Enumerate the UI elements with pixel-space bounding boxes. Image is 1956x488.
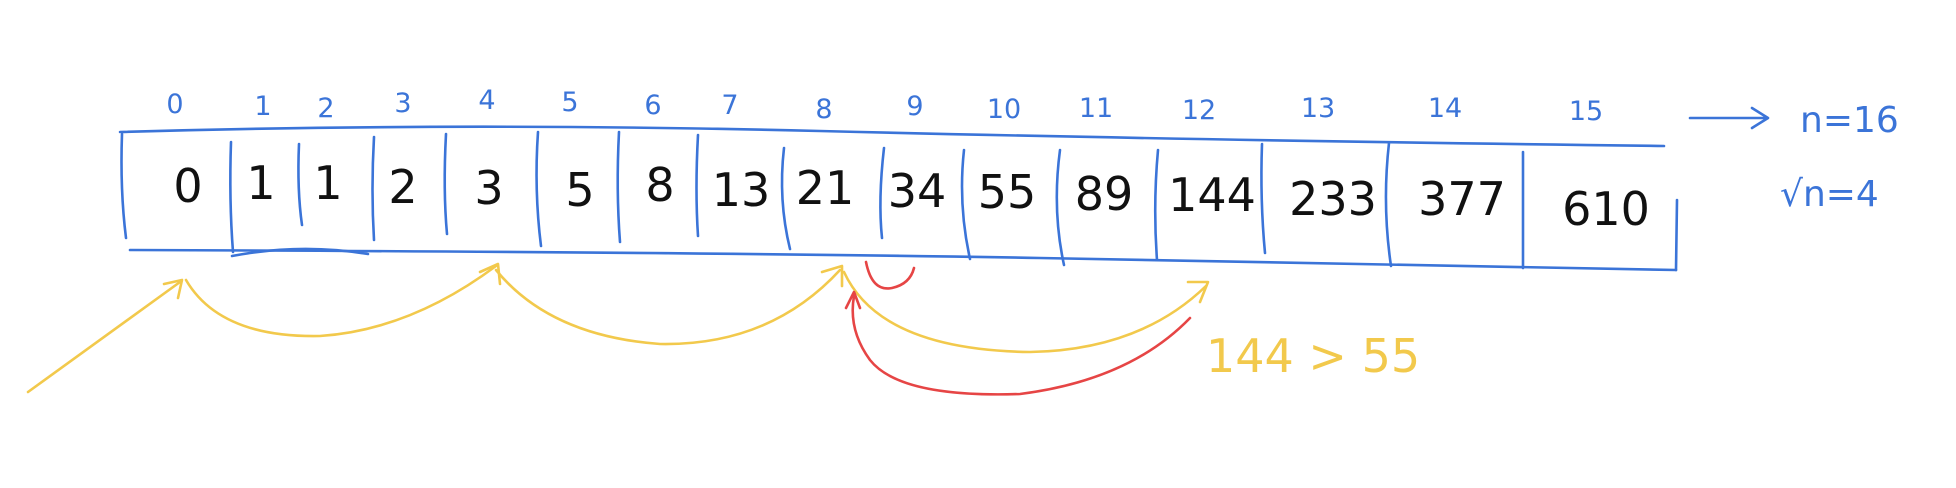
array-top-edge bbox=[118, 125, 1666, 148]
arrow-head-icon bbox=[820, 264, 844, 288]
cell-divider bbox=[443, 132, 449, 236]
cell-divider bbox=[229, 140, 235, 254]
cell-value: 89 bbox=[1075, 167, 1134, 221]
arrow-head-icon bbox=[844, 290, 862, 310]
cell-value: 233 bbox=[1289, 172, 1377, 226]
cell-divider bbox=[1153, 148, 1160, 262]
index-label: 11 bbox=[1079, 93, 1113, 124]
cell-dividers bbox=[229, 130, 1525, 270]
array-right-edge bbox=[1674, 198, 1679, 272]
jump-arrow-4-to-8 bbox=[494, 268, 842, 346]
index-label: 15 bbox=[1569, 96, 1603, 127]
cell-value: 1 bbox=[246, 156, 275, 210]
index-label: 10 bbox=[987, 94, 1021, 125]
cell-value: 2 bbox=[388, 160, 417, 214]
cell-value: 610 bbox=[1562, 182, 1650, 236]
cell-divider bbox=[960, 148, 972, 261]
cell-value: 3 bbox=[474, 161, 503, 215]
arrow-head-icon bbox=[478, 262, 502, 286]
cell-divider bbox=[780, 146, 792, 251]
arrow-head-icon bbox=[162, 278, 184, 300]
cell-value: 21 bbox=[796, 161, 855, 215]
right-arrow-icon bbox=[1688, 106, 1770, 130]
cell-divider bbox=[535, 130, 543, 248]
cell-value: 34 bbox=[888, 164, 947, 218]
underline-stroke bbox=[230, 247, 370, 258]
comparison-note: 144 > 55 bbox=[1206, 329, 1420, 383]
cell-divider bbox=[1260, 142, 1267, 255]
cell-divider bbox=[616, 130, 622, 244]
index-label: 4 bbox=[478, 85, 495, 116]
cell-divider bbox=[1384, 141, 1393, 268]
cell-value: 1 bbox=[313, 156, 342, 210]
cell-divider bbox=[371, 135, 376, 242]
cell-divider bbox=[695, 133, 700, 238]
cell-divider bbox=[297, 142, 304, 227]
entry-arrow bbox=[26, 280, 182, 394]
n-label: n=16 bbox=[1800, 100, 1899, 141]
cell-values: 0 1 1 2 3 5 8 13 21 34 55 89 144 233 377… bbox=[173, 156, 1650, 236]
index-label: 7 bbox=[721, 90, 738, 121]
jump-arrow-0-to-4 bbox=[184, 264, 498, 338]
jump-arrow-8-to-12 bbox=[842, 270, 1208, 354]
array-left-edge bbox=[120, 132, 128, 240]
cell-value: 55 bbox=[978, 165, 1037, 219]
cell-divider bbox=[1055, 148, 1066, 267]
backtrack-curve bbox=[851, 294, 1192, 396]
index-label: 2 bbox=[317, 93, 334, 124]
n-annotation: n=16 √n=4 bbox=[1688, 100, 1899, 215]
cell-value: 8 bbox=[645, 158, 674, 212]
cell-value: 377 bbox=[1418, 172, 1506, 226]
index-label: 5 bbox=[561, 87, 578, 118]
arrow-head-icon bbox=[1186, 280, 1210, 304]
index-label: 3 bbox=[394, 88, 411, 119]
index-label: 0 bbox=[166, 89, 183, 120]
cell-value: 0 bbox=[173, 159, 202, 213]
array-box bbox=[118, 125, 1679, 272]
cell-value: 5 bbox=[565, 163, 594, 217]
index-label: 6 bbox=[644, 90, 661, 121]
jump-arrows bbox=[26, 262, 1210, 394]
array-bottom-edge bbox=[128, 248, 1678, 272]
backtrack-arrow bbox=[844, 260, 1192, 396]
index-label: 13 bbox=[1301, 93, 1335, 124]
sqrt-n-label: √n=4 bbox=[1780, 174, 1879, 215]
index-label: 1 bbox=[254, 91, 271, 122]
index-label: 9 bbox=[906, 91, 923, 122]
cell-divider bbox=[879, 146, 886, 240]
index-labels: 0 1 2 3 4 5 6 7 8 9 10 11 12 13 14 15 bbox=[166, 85, 1603, 127]
index-label: 8 bbox=[815, 94, 832, 125]
index-label: 12 bbox=[1182, 95, 1216, 126]
index-label: 14 bbox=[1428, 93, 1462, 124]
cell-value: 144 bbox=[1168, 168, 1256, 222]
cell-value: 13 bbox=[712, 163, 771, 217]
insertion-mark bbox=[864, 260, 916, 290]
